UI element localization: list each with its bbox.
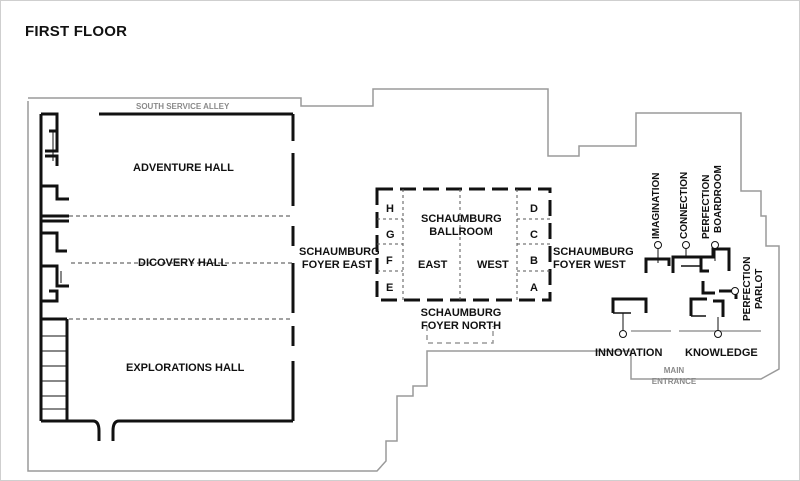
meeting-room-thin-walls — [613, 265, 706, 317]
imagination-room-label: IMAGINATION — [651, 172, 662, 239]
ballroom-partitions — [377, 189, 550, 300]
parlor-line1: PERFECTION — [742, 256, 753, 321]
ballroom-section-g: G — [386, 229, 395, 241]
foyer-north-line1: SCHAUMBURG — [420, 307, 502, 319]
south-service-alley-label: SOUTH SERVICE ALLEY — [136, 102, 230, 111]
foyer-east-line2: FOYER EAST — [301, 259, 373, 271]
foyer-east-label: SCHAUMBURG FOYER EAST — [299, 246, 380, 272]
adventure-hall-label: ADVENTURE HALL — [133, 162, 234, 174]
ballroom-east-label: EAST — [418, 259, 448, 271]
hall-dividers — [69, 215, 293, 320]
ballroom-west-label: WEST — [477, 259, 509, 271]
parlor-line2: PARLOT — [754, 268, 765, 309]
meeting-room-walls — [611, 247, 738, 317]
ballroom-section-c: C — [530, 229, 538, 241]
foyer-west-label: SCHAUMBURG FOYER WEST — [553, 246, 634, 272]
exhibit-halls-walls — [39, 112, 295, 441]
knowledge-room-label: KNOWLEDGE — [685, 347, 758, 359]
connection-room-label: CONNECTION — [679, 171, 690, 239]
foyer-east-line1: SCHAUMBURG — [299, 246, 380, 258]
parlor-label: PERFECTION PARLOT — [742, 257, 766, 321]
ballroom-section-a: A — [530, 282, 538, 294]
ballroom-section-f: F — [386, 255, 393, 267]
page-title: FIRST FLOOR — [25, 23, 128, 40]
discovery-hall-label: DICOVERY HALL — [138, 257, 228, 269]
ballroom-section-e: E — [386, 282, 394, 294]
innovation-room-label: INNOVATION — [595, 347, 663, 359]
foyer-north-label: SCHAUMBURG FOYER NORTH — [420, 307, 502, 333]
foyer-west-line1: SCHAUMBURG — [553, 246, 634, 258]
foyer-north-outline — [426, 326, 494, 344]
ballroom-section-h: H — [386, 203, 394, 215]
main-entrance-line1: MAIN — [663, 366, 685, 375]
foyer-north-line2: FOYER NORTH — [420, 320, 502, 332]
ballroom-section-d: D — [530, 203, 538, 215]
foyer-west-line2: FOYER WEST — [553, 259, 626, 271]
building-outline — [27, 88, 780, 472]
room-callouts — [619, 241, 739, 338]
main-entrance-line2: ENTRANCE — [651, 377, 697, 386]
main-entrance-label: MAIN ENTRANCE — [646, 365, 702, 387]
boardroom-label: PERFECTION BOARDROOM — [701, 165, 725, 239]
boardroom-line2: BOARDROOM — [713, 165, 724, 233]
ballroom-section-b: B — [530, 255, 538, 267]
ballroom-name-label: SCHAUMBURG BALLROOM — [421, 213, 502, 239]
ballroom-name-line1: SCHAUMBURG — [421, 213, 502, 225]
stair-lines — [41, 131, 67, 410]
ballroom-name-line2: BALLROOM — [429, 226, 493, 238]
boardroom-line1: PERFECTION — [701, 174, 712, 239]
explorations-hall-label: EXPLORATIONS HALL — [126, 362, 245, 374]
